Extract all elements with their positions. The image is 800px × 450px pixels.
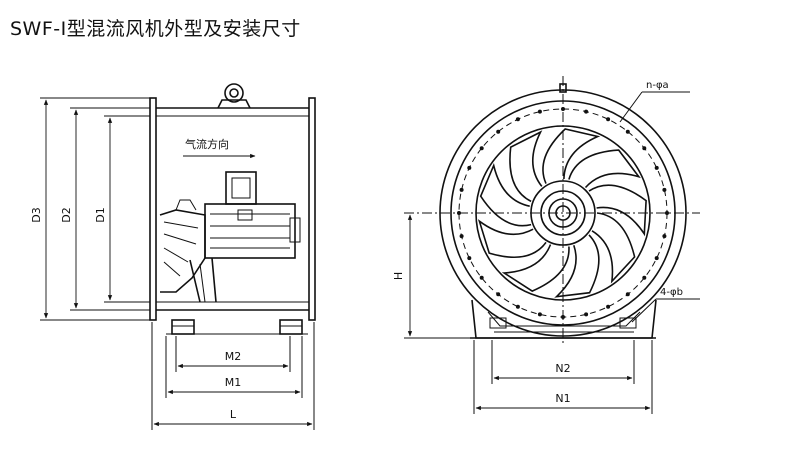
svg-text:N1: N1	[555, 392, 570, 405]
impeller-blades	[477, 128, 647, 298]
motor	[204, 203, 301, 259]
impeller-blade	[479, 162, 532, 227]
airflow-direction-label: 气流方向	[185, 137, 229, 151]
svg-text:D1: D1	[94, 207, 107, 222]
impeller-blade	[591, 212, 636, 284]
flange-hole	[537, 109, 542, 114]
flange-hole	[606, 117, 611, 122]
dimension-m2: M2	[175, 336, 291, 372]
flange-hole	[515, 117, 520, 122]
flange-hole	[479, 146, 484, 151]
flange-hole	[479, 275, 484, 280]
svg-text:N2: N2	[555, 362, 570, 375]
svg-text:L: L	[230, 408, 237, 421]
impeller-blade	[588, 184, 647, 237]
svg-text:n-φa: n-φa	[646, 80, 669, 91]
flange-hole	[642, 275, 647, 280]
base-hole-left	[489, 317, 507, 329]
flange-hole	[496, 129, 501, 134]
flange-holes	[457, 107, 669, 319]
impeller-blade	[568, 149, 641, 189]
inlet-flange	[149, 97, 157, 321]
flange-hole	[606, 304, 611, 309]
impeller-side	[159, 199, 206, 293]
flange-hole	[662, 187, 667, 192]
flange-hole	[459, 234, 464, 239]
flange-hole	[584, 312, 589, 317]
flange-hole	[625, 129, 630, 134]
dimension-n1: N1	[473, 340, 653, 414]
svg-text:M1: M1	[225, 376, 242, 389]
flange-hole	[496, 292, 501, 297]
flange-hole	[515, 304, 520, 309]
dimension-n2: N2	[491, 340, 635, 384]
impeller-blade	[509, 130, 543, 203]
mounting-feet-side	[166, 319, 308, 335]
flange-hole	[665, 211, 669, 215]
flange-hole-note: n-φa	[619, 80, 690, 123]
base-hole-note: 4-φb	[631, 287, 700, 323]
outlet-flange	[308, 97, 316, 321]
flange-hole	[662, 234, 667, 239]
impeller-blade	[542, 128, 601, 184]
flange-hole	[642, 146, 647, 151]
lifting-lug	[217, 83, 251, 109]
motor-support	[189, 257, 217, 303]
flange-hole	[467, 165, 472, 170]
dimension-m1: M1	[165, 336, 303, 398]
side-view: 气流方向	[30, 83, 316, 430]
svg-text:H: H	[392, 272, 405, 280]
flange-hole	[654, 256, 659, 261]
dimension-d3: D3	[30, 97, 150, 321]
svg-text:D2: D2	[60, 207, 73, 222]
dimension-l: L	[151, 322, 315, 430]
svg-text:4-φb: 4-φb	[660, 287, 683, 298]
dimension-d2: D2	[60, 107, 150, 311]
flange-hole	[459, 187, 464, 192]
dimension-d1: D1	[94, 115, 150, 303]
terminal-box	[225, 171, 257, 205]
dimension-h: H	[392, 214, 476, 339]
impeller-blade	[554, 234, 600, 298]
impeller-blade	[501, 244, 570, 293]
flange-hole	[654, 165, 659, 170]
base-hole-right	[619, 317, 637, 329]
flange-hole	[625, 292, 630, 297]
svg-text:D3: D3	[30, 207, 43, 222]
svg-text:M2: M2	[225, 350, 242, 363]
flange-hole	[537, 312, 542, 317]
flange-hole	[467, 256, 472, 261]
front-view: H N2 N1 n-φa 4-φb	[392, 76, 700, 414]
flange-hole	[584, 109, 589, 114]
diagram-title: SWF-I型混流风机外型及安装尺寸	[10, 18, 301, 40]
impeller-blade	[477, 219, 547, 259]
